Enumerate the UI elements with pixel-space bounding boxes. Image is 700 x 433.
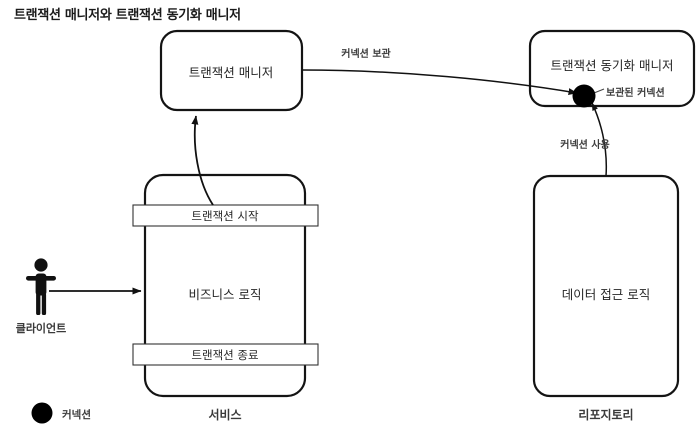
stored-connection-leader: [593, 88, 605, 94]
transaction-sync-manager-box: [528, 29, 696, 108]
transaction-begin-bar: [132, 204, 319, 227]
connection-dot-icon: [572, 84, 596, 108]
transaction-manager-label: 트랜잭션 매니저: [188, 65, 274, 80]
use-connection-label: 커넥션 사용: [560, 140, 610, 151]
transaction-begin-label: 트랜잭션 시작: [191, 209, 259, 223]
repository-label: 데이터 접근 로직: [561, 287, 651, 302]
transaction-end-label: 트랜잭션 종료: [191, 348, 259, 362]
use-connection-arrow: [591, 102, 608, 177]
transaction-end-bar: [132, 343, 319, 366]
stored-connection-label: 보관된 커넥션: [606, 88, 665, 99]
client-actor-label: 클라이언트: [15, 322, 67, 335]
legend-connection-dot-icon: [31, 402, 53, 424]
service-caption: 서비스: [208, 408, 242, 422]
repository-caption: 리포지토리: [578, 408, 634, 422]
page-title: 트랜잭션 매니저와 트랜잭션 동기화 매니저: [14, 8, 241, 23]
transaction-sync-manager-label: 트랜잭션 동기화 매니저: [550, 58, 674, 73]
legend-connection-label: 커넥션: [62, 409, 91, 421]
person-icon: [26, 258, 56, 315]
store-connection-arrow: [301, 69, 578, 96]
service-to-transaction-manager-arrow: [191, 115, 214, 206]
store-connection-label: 커넥션 보관: [341, 49, 391, 60]
service-label: 비즈니스 로직: [188, 287, 262, 302]
service-box: [143, 173, 307, 398]
